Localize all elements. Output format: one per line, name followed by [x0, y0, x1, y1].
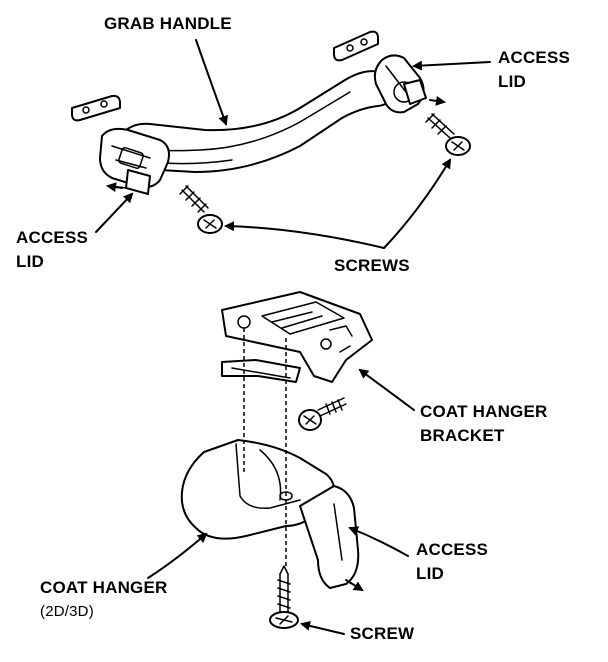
screw-label: SCREW — [350, 624, 415, 643]
access-lid-top-right-label-2: LID — [498, 72, 526, 91]
coat-hanger-screw — [269, 565, 299, 629]
screws-label: SCREWS — [334, 256, 410, 275]
access-lid-top-right-label-1: ACCESS — [498, 48, 571, 67]
access-lid-left-label-1: ACCESS — [16, 228, 89, 247]
screws-leader-left — [224, 221, 385, 249]
access-lid-bottom-label-2: LID — [416, 564, 444, 583]
coat-hanger-bracket-label-1: COAT HANGER — [420, 402, 548, 421]
grab-handle-drawing — [71, 30, 471, 234]
access-lid-left-label-2: LID — [16, 252, 44, 271]
screw-leader — [300, 620, 345, 635]
grab-handle-leader — [195, 39, 228, 126]
access-lid-bottom-leader — [348, 526, 409, 557]
coat-hanger-bracket-label-2: BRACKET — [420, 426, 505, 445]
coat-hanger-drawing — [180, 439, 364, 592]
bracket-leader — [358, 368, 415, 411]
left-screw — [179, 185, 223, 234]
access-lid-right-leader — [412, 60, 491, 71]
coat-hanger-label: COAT HANGER — [40, 578, 168, 597]
coat-hanger-variant-label: (2D/3D) — [40, 603, 94, 620]
grab-handle-label: GRAB HANDLE — [104, 14, 232, 33]
screws-leader-right — [383, 158, 452, 249]
access-lid-bottom-label-1: ACCESS — [416, 540, 489, 559]
right-screw — [425, 113, 471, 156]
access-lid-left-leader — [95, 192, 134, 233]
bracket-screw — [298, 397, 347, 431]
coat-hanger-leader — [147, 532, 208, 579]
coat-hanger-bracket-drawing — [221, 291, 373, 383]
